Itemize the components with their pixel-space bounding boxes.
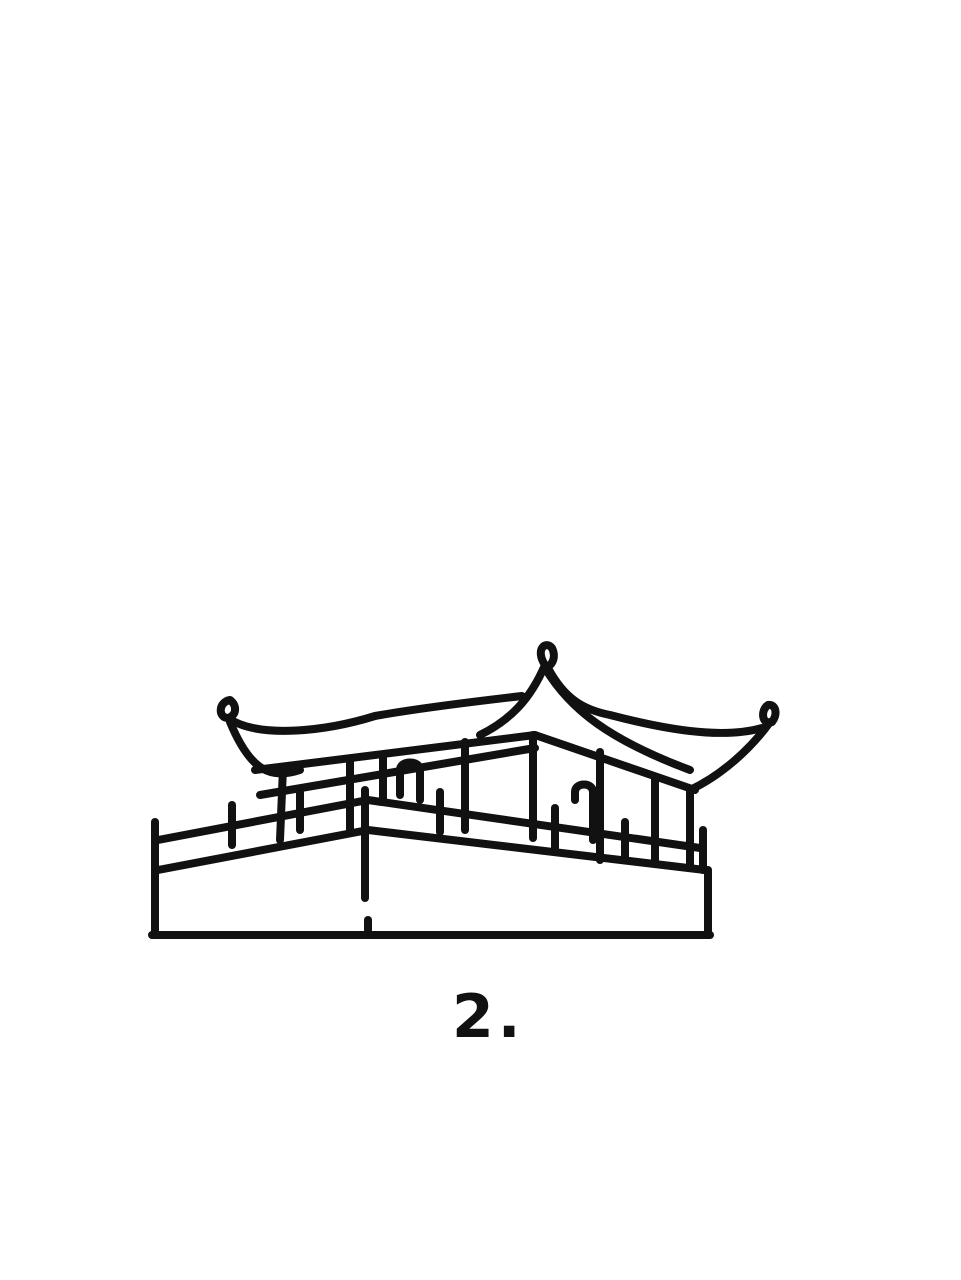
- railing-left-bottom: [154, 826, 372, 874]
- railing-right-top: [364, 796, 704, 852]
- arch-window: [396, 758, 424, 804]
- roof-peak-right: [544, 664, 766, 737]
- railing-right-bottom: [364, 826, 709, 874]
- arch-window: [571, 780, 597, 844]
- roof-left-upper: [224, 692, 526, 735]
- step-number-label: 2.: [452, 982, 525, 1052]
- beam-right: [531, 731, 699, 794]
- beam-front: [251, 731, 539, 774]
- roof-right-inner: [541, 664, 694, 774]
- column: [276, 764, 287, 844]
- roof-right-lower: [686, 718, 774, 794]
- railing-left-top: [154, 796, 372, 844]
- roof-peak-left: [476, 661, 549, 739]
